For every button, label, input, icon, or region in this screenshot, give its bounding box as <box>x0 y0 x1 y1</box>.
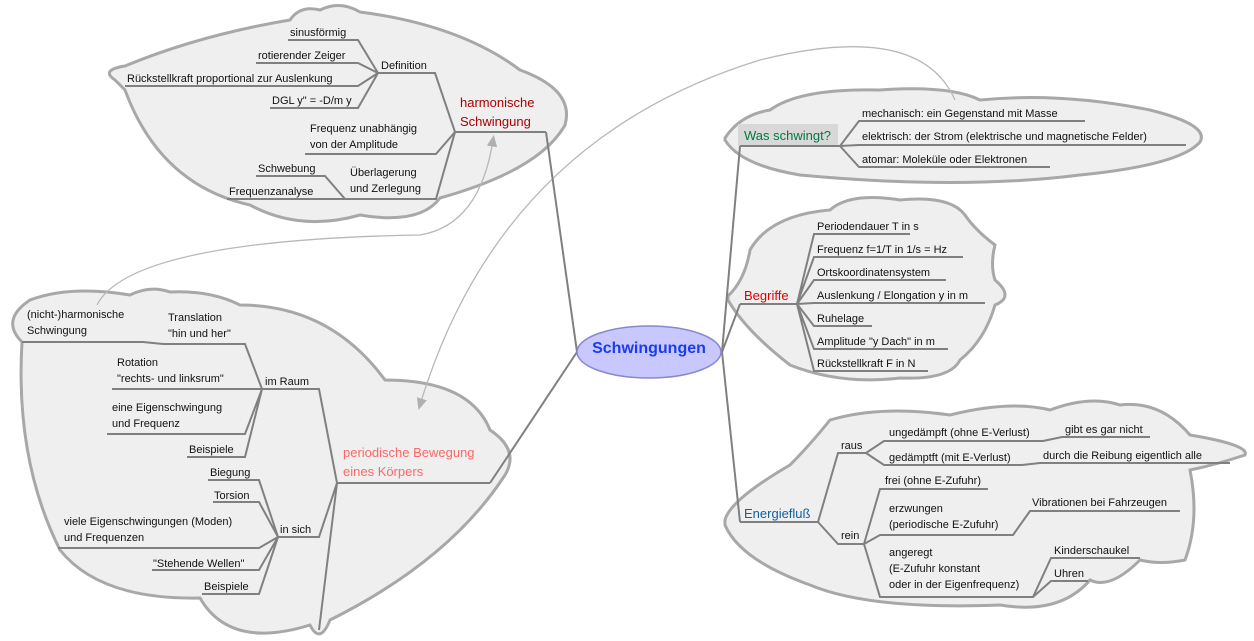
node-self-item[interactable]: viele Eigenschwingungen (Moden) und Freq… <box>64 516 233 544</box>
node-space-item[interactable]: eine Eigenschwingung und Frequenz <box>112 402 223 430</box>
node-term-item[interactable]: Amplitude "y Dach" in m <box>817 336 935 348</box>
center-node[interactable]: Schwingungen <box>592 340 706 357</box>
node-in-itself[interactable]: in sich <box>280 524 312 536</box>
node-energy-out[interactable]: raus <box>841 440 863 452</box>
node-superposition[interactable]: Überlagerung und Zerlegung <box>350 167 421 195</box>
node-harmonic[interactable]: harmonische Schwingung <box>460 95 535 129</box>
node-self-item[interactable]: Beispiele <box>204 581 249 593</box>
node-self-item[interactable]: Torsion <box>214 490 250 502</box>
center-node-shape <box>576 325 722 379</box>
node-in-item[interactable]: angeregt (E-Zufuhr konstant oder in der … <box>889 547 1020 591</box>
node-in-item[interactable]: frei (ohne E-Zufuhr) <box>885 475 981 487</box>
node-energy-flow[interactable]: Energiefluß <box>744 506 811 521</box>
node-out-note[interactable]: gibt es gar nicht <box>1065 424 1143 436</box>
node-def-item[interactable]: DGL y" = -D/m y <box>272 95 352 107</box>
what-highlight <box>738 124 838 146</box>
node-term-item[interactable]: Periodendauer T in s <box>817 221 919 233</box>
node-what-item[interactable]: elektrisch: der Strom (elektrische und m… <box>862 131 1147 143</box>
node-self-item[interactable]: Biegung <box>210 467 251 479</box>
relation-arrow-what-periodic <box>416 46 956 410</box>
node-forced-note[interactable]: Vibrationen bei Fahrzeugen <box>1032 497 1167 509</box>
node-what-item[interactable]: mechanisch: ein Gegenstand mit Masse <box>862 108 1058 120</box>
cloud-terms <box>726 196 1007 382</box>
node-superpos-item[interactable]: Schwebung <box>258 163 316 175</box>
node-nonharmonic[interactable]: (nicht-)harmonische Schwingung <box>27 309 125 337</box>
node-space-item[interactable]: Beispiele <box>189 444 234 456</box>
node-term-item[interactable]: Rückstellkraft F in N <box>817 358 916 370</box>
node-term-item[interactable]: Auslenkung / Elongation y in m <box>817 290 969 302</box>
node-what-item[interactable]: atomar: Moleküle oder Elektronen <box>862 154 1028 166</box>
node-excited-note[interactable]: Kinderschaukel <box>1054 545 1130 557</box>
node-excited-note[interactable]: Uhren <box>1054 568 1084 580</box>
node-def-item[interactable]: sinusförmig <box>290 27 347 39</box>
node-periodic[interactable]: periodische Bewegung eines Körpers <box>343 445 475 479</box>
node-what-oscillates[interactable]: Was schwingt? <box>744 128 831 143</box>
node-term-item[interactable]: Ruhelage <box>817 313 865 325</box>
node-in-item[interactable]: erzwungen (periodische E-Zufuhr) <box>889 503 999 531</box>
node-superpos-item[interactable]: Frequenzanalyse <box>229 186 314 198</box>
node-space-item[interactable]: Translation "hin und her" <box>168 312 231 340</box>
node-definition[interactable]: Definition <box>381 60 427 72</box>
node-out-item[interactable]: gedämptft (mit E-Verlust) <box>889 452 1011 464</box>
cloud-harmonic <box>107 4 568 224</box>
connector-lines <box>22 39 1230 631</box>
node-term-item[interactable]: Ortskoordinatensystem <box>817 267 931 279</box>
node-def-item[interactable]: rotierender Zeiger <box>258 50 346 62</box>
relation-arrow-nonharmonic-harmonic <box>96 134 498 306</box>
node-frequency-independent[interactable]: Frequenz unabhängig von der Amplitude <box>310 123 418 151</box>
node-in-space[interactable]: im Raum <box>265 376 310 388</box>
node-terms[interactable]: Begriffe <box>744 288 789 303</box>
node-out-item[interactable]: ungedämpft (ohne E-Verlust) <box>889 427 1030 439</box>
node-space-item[interactable]: Rotation "rechts- und linksrum" <box>117 357 224 385</box>
node-self-item[interactable]: "Stehende Wellen" <box>153 558 245 570</box>
node-term-item[interactable]: Frequenz f=1/T in 1/s = Hz <box>817 244 948 256</box>
cloud-what <box>723 87 1203 184</box>
node-out-note[interactable]: durch die Reibung eigentlich alle <box>1043 450 1202 462</box>
node-def-item[interactable]: Rückstellkraft proportional zur Auslenku… <box>127 73 333 85</box>
node-energy-in[interactable]: rein <box>841 530 860 542</box>
